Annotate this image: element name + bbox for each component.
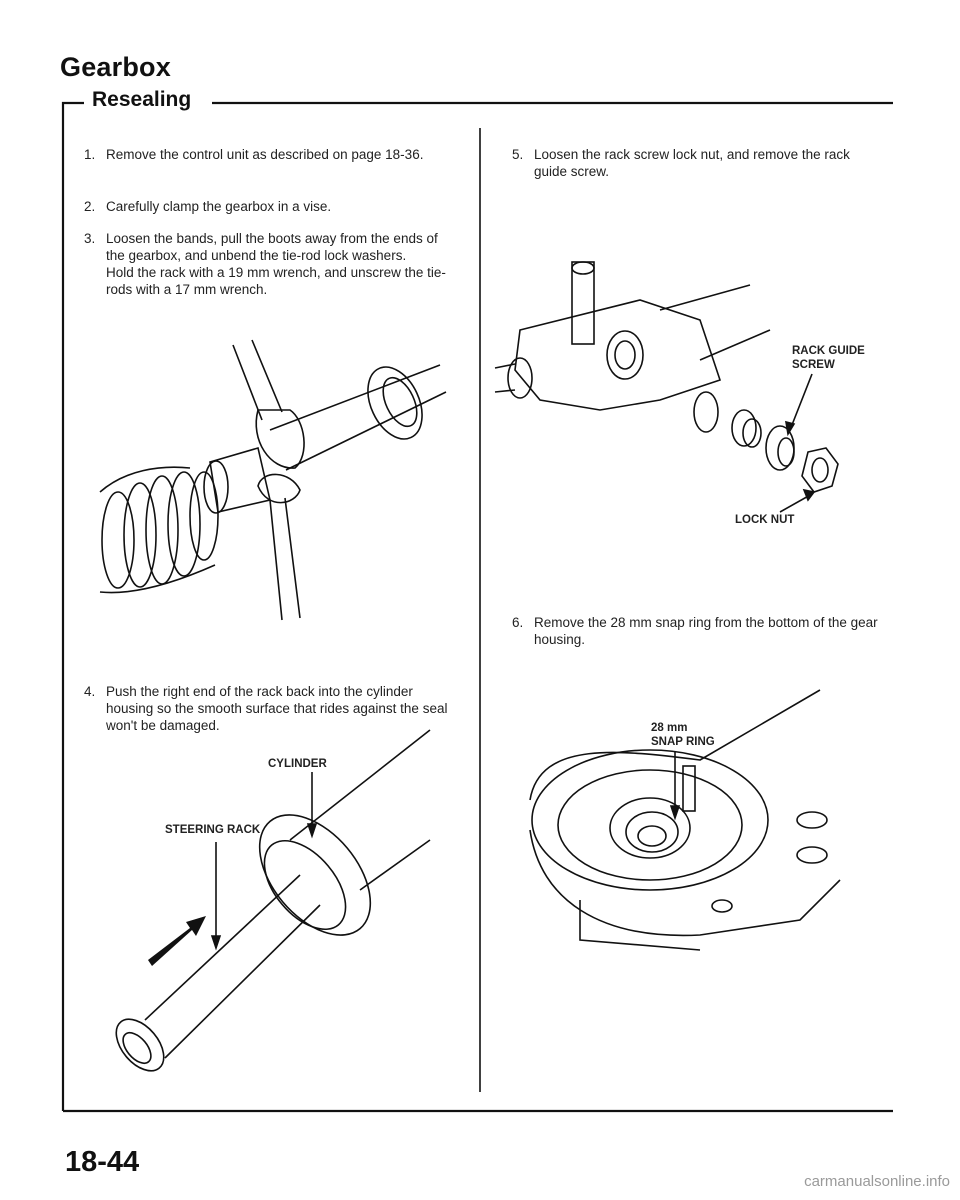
cylinder-label: CYLINDER xyxy=(268,758,327,770)
step-text: Hold the rack with a 19 mm wrench, and u… xyxy=(106,265,446,297)
page-number: 18-44 xyxy=(65,1146,140,1178)
snap-ring-label-line2: SNAP RING xyxy=(651,736,715,748)
step-1: 1. Remove the control unit as described … xyxy=(84,146,456,186)
steering-rack-cylinder-illustration xyxy=(115,729,431,1072)
step-2: 2. Carefully clamp the gearbox in a vise… xyxy=(84,198,456,218)
step-6: 6. Remove the 28 mm snap ring from the b… xyxy=(512,614,882,654)
lock-nut-label: LOCK NUT xyxy=(735,514,795,526)
step-text: Remove the control unit as described on … xyxy=(106,147,424,162)
step-text: Remove the 28 mm snap ring from the bott… xyxy=(534,615,878,647)
steering-rack-label: STEERING RACK xyxy=(165,824,261,836)
step-4: 4. Push the right end of the rack back i… xyxy=(84,683,456,743)
tie-rod-wrench-illustration xyxy=(99,339,447,621)
step-text: Push the right end of the rack back into… xyxy=(106,684,448,733)
step-number: 5. xyxy=(512,147,524,162)
section-bracket xyxy=(61,101,893,1113)
step-3: 3. Loosen the bands, pull the boots away… xyxy=(84,230,456,330)
rack-guide-screw-label-line2: SCREW xyxy=(792,359,835,371)
step-number: 2. xyxy=(84,199,96,214)
section-subtitle: Resealing xyxy=(92,88,192,111)
rack-guide-illustration xyxy=(494,261,839,513)
step-number: 4. xyxy=(84,684,96,699)
step-number: 1. xyxy=(84,147,96,162)
rubber-boot xyxy=(99,466,219,594)
step-text: Carefully clamp the gearbox in a vise. xyxy=(106,199,332,214)
step-number: 6. xyxy=(512,615,524,630)
snap-ring-illustration xyxy=(529,689,841,951)
step-text: Loosen the rack screw lock nut, and remo… xyxy=(534,147,850,179)
page-title: Gearbox xyxy=(60,52,171,82)
step-5: 5. Loosen the rack screw lock nut, and r… xyxy=(512,146,882,186)
step-text: Loosen the bands, pull the boots away fr… xyxy=(106,231,438,263)
step-number: 3. xyxy=(84,231,96,246)
rack-guide-screw-label-line1: RACK GUIDE xyxy=(792,345,865,357)
snap-ring-label-line1: 28 mm xyxy=(651,722,688,734)
footer-watermark: carmanualsonline.info xyxy=(804,1173,950,1190)
push-direction-arrow xyxy=(148,916,206,966)
